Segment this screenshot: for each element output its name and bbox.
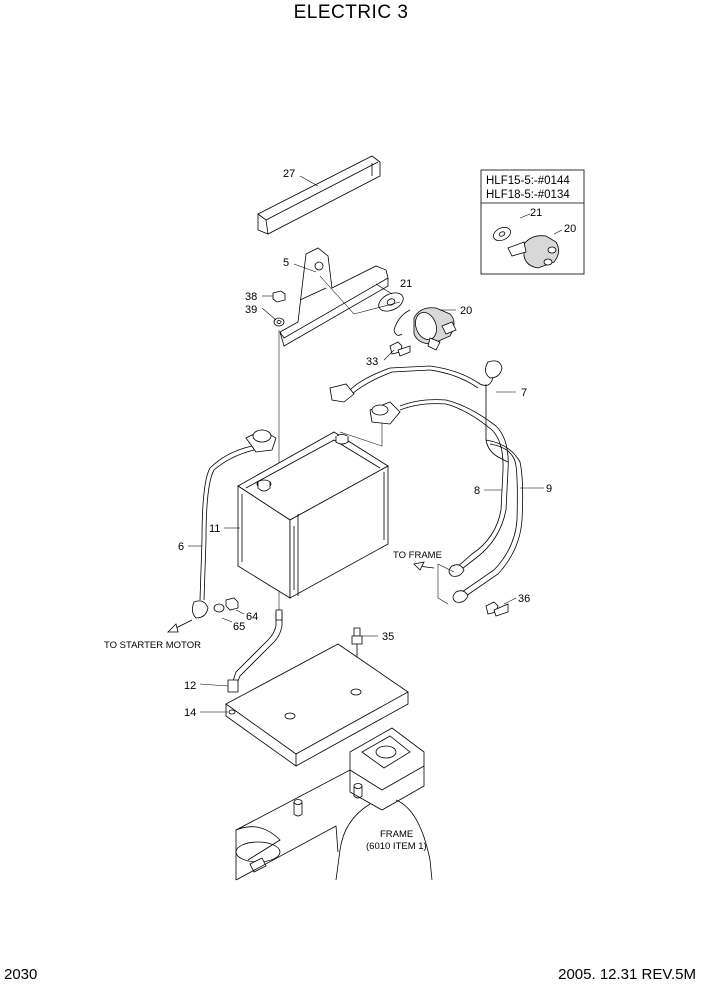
callout-27: 27 <box>283 168 295 180</box>
callout-12: 12 <box>184 680 196 692</box>
battery-11 <box>237 431 389 599</box>
note-frame-item: (6010 ITEM 1) <box>366 841 427 852</box>
callout-20: 20 <box>460 305 472 317</box>
callout-64: 64 <box>246 611 258 623</box>
callout-21: 21 <box>400 278 412 290</box>
cable-9 <box>452 439 524 603</box>
callout-38: 38 <box>245 291 257 303</box>
callout-36: 36 <box>518 593 530 605</box>
note-to-frame: TO FRAME <box>393 550 442 561</box>
inset-serial-hlf18: HLF18-5:-#0134 <box>486 189 570 201</box>
inset-callout-20: 20 <box>564 223 576 235</box>
cable-6 <box>192 429 277 619</box>
callout-33: 33 <box>366 356 378 368</box>
callout-35: 35 <box>382 631 394 643</box>
mounting-bracket-5 <box>279 247 389 347</box>
bolt-36 <box>485 601 509 617</box>
callout-11: 11 <box>209 523 220 535</box>
callout-14: 14 <box>184 707 196 719</box>
callout-6: 6 <box>178 541 184 553</box>
callout-65: 65 <box>233 621 245 633</box>
page-number: 2030 <box>4 966 38 983</box>
page-title: ELECTRIC 3 <box>293 2 409 23</box>
note-frame: FRAME <box>380 829 413 840</box>
bracket-bar-27 <box>257 155 381 235</box>
cable-8 <box>399 399 509 577</box>
inset-serial-hlf15: HLF15-5:-#0144 <box>486 175 570 187</box>
washer-39 <box>273 317 285 327</box>
callout-leaders <box>188 175 563 713</box>
frame-outline <box>235 727 433 881</box>
washer-65 <box>213 603 225 613</box>
note-to-starter-motor: TO STARTER MOTOR <box>104 640 201 651</box>
callout-39: 39 <box>245 304 257 316</box>
nut-64 <box>225 597 239 611</box>
relay-20 <box>393 307 457 351</box>
callout-7: 7 <box>521 387 527 399</box>
stay-rod-12 <box>227 609 283 693</box>
cable-7 <box>329 360 509 463</box>
bolt-33 <box>389 341 411 357</box>
revision-date: 2005. 12.31 REV.5M <box>558 966 696 983</box>
callout-8: 8 <box>474 485 480 497</box>
inset-callout-21: 21 <box>530 207 542 219</box>
nut-38 <box>272 290 286 303</box>
cable-terminal <box>369 401 401 425</box>
callout-5: 5 <box>283 257 289 269</box>
inset-box <box>480 169 585 275</box>
callout-9: 9 <box>546 483 552 495</box>
battery-tray-14 <box>225 643 409 767</box>
